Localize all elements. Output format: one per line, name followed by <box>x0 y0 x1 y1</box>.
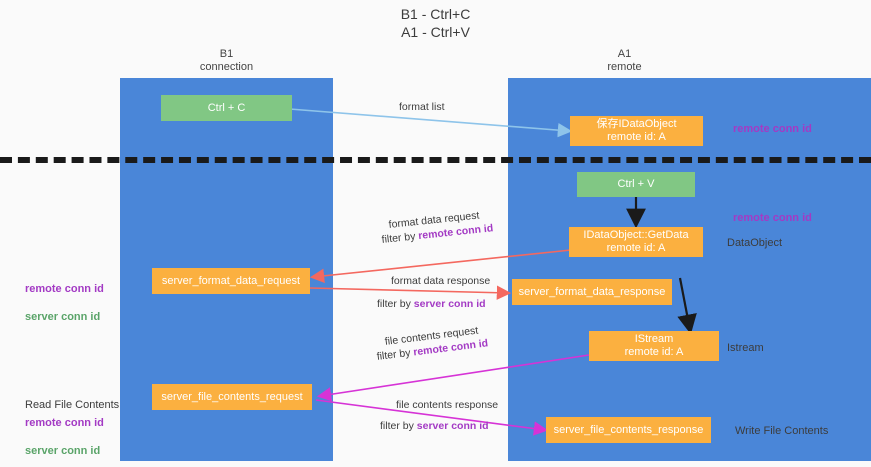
edge-label-format-data-response: format data response <box>391 275 491 287</box>
label-format-remote-conn-id: remote conn id <box>25 283 104 295</box>
edge-response-to-istream <box>677 277 697 335</box>
label-read-file-contents-group: Read File Contents <box>25 384 119 412</box>
label-file-remote-conn-id: remote conn id <box>25 417 104 429</box>
edge-label-file-contents-response-filter: filter by server conn id <box>380 419 489 434</box>
label-format-keys: remote conn id server conn id <box>25 268 104 324</box>
box-istream[interactable]: IStream remote id: A <box>589 331 719 361</box>
edge-format-list <box>276 107 573 138</box>
edge-format-data-request <box>309 249 572 283</box>
label-remote-conn-id-top: remote conn id <box>733 123 812 135</box>
label-file-keys: remote conn id server conn id <box>25 402 104 458</box>
phase-divider <box>0 157 871 163</box>
label-dataobject: DataObject <box>727 237 783 249</box>
filter-prefix: filter by <box>376 346 415 363</box>
label-remote-conn-id-mid: remote conn id <box>733 212 812 224</box>
box-server-file-contents-response[interactable]: server_file_contents_response <box>546 417 711 443</box>
diagram-title: B1 - Ctrl+C A1 - Ctrl+V <box>400 6 471 40</box>
label-file-server-conn-id: server conn id <box>25 445 101 457</box>
label-format-server-conn-id: server conn id <box>25 311 101 323</box>
label-read-file-contents: Read File Contents <box>25 399 120 411</box>
swimlane-header-b1: B1 connection <box>199 48 254 73</box>
edge-file-contents-response <box>315 399 549 436</box>
filter-prefix: filter by <box>381 230 419 246</box>
box-ctrl-v[interactable]: Ctrl + V <box>577 172 695 197</box>
box-server-format-data-request[interactable]: server_format_data_request <box>152 268 310 294</box>
edge-label-format-list: format list <box>399 101 445 113</box>
label-istream: Istream <box>727 342 764 354</box>
box-idataobject-getdata[interactable]: IDataObject::GetData remote id: A <box>569 227 703 257</box>
filter-key: server conn id <box>416 420 489 432</box>
label-write-file-contents: Write File Contents <box>735 425 829 437</box>
box-server-file-contents-request[interactable]: server_file_contents_request <box>152 384 312 410</box>
box-ctrl-c[interactable]: Ctrl + C <box>161 95 292 121</box>
edge-file-contents-request <box>316 354 590 402</box>
box-save-idataobject[interactable]: 保存IDataObject remote id: A <box>570 116 703 146</box>
swimlane-header-a1: A1 remote <box>607 48 642 73</box>
filter-prefix: filter by <box>377 298 414 310</box>
filter-prefix: filter by <box>380 420 417 432</box>
edge-label-format-data-response-filter: filter by server conn id <box>377 297 486 312</box>
edge-format-data-response <box>309 285 512 300</box>
edge-label-file-contents-response: file contents response <box>396 399 499 411</box>
filter-key: server conn id <box>413 298 486 310</box>
box-server-format-data-response[interactable]: server_format_data_response <box>512 279 672 305</box>
